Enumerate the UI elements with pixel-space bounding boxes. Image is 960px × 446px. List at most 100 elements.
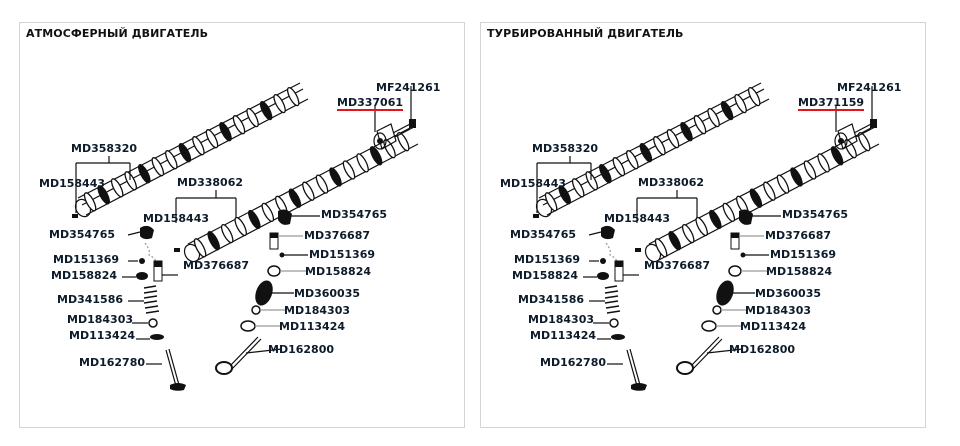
cam-lobe [396,132,410,152]
part-label-lash-adjuster-left[interactable]: MD376687 [644,259,710,272]
part-label-retainer-right[interactable]: MD158824 [305,265,371,278]
part-label-seal-left[interactable]: MD184303 [67,313,133,326]
part-label-seal-right[interactable]: MD184303 [284,304,350,317]
cam-lobe [315,174,329,194]
cam-lobe [681,223,695,244]
part-label-spring-right[interactable]: MD360035 [294,287,360,300]
cam-lobe [220,223,234,244]
cam-lobe [369,146,383,166]
bolt-drawing [392,119,416,138]
part-label-bolt[interactable]: MF241261 [376,81,441,94]
part-label-bolt[interactable]: MF241261 [837,81,902,94]
cam-lobe [626,150,639,170]
cam-lobe [857,132,871,152]
cam-lobe [720,100,734,121]
part-label-retainer-lock-left[interactable]: MD151369 [53,253,119,266]
part-label-valve-right[interactable]: MD162800 [268,343,334,356]
bolt-drawing [853,119,877,138]
part-label-retainer-left[interactable]: MD158824 [512,269,578,282]
part-label-pin-right[interactable]: MD158443 [143,212,209,225]
cam-lobe [288,188,302,208]
cam-lobe [612,157,626,177]
part-label-lash-adjuster-right[interactable]: MD376687 [765,229,831,242]
camshaft-left-drawing [74,82,309,218]
cam-lobe [219,122,232,142]
cam-lobe [248,209,261,230]
right-valve-train [215,209,320,375]
camshaft-right-drawing [644,127,880,263]
exploded-diagram [533,82,880,391]
cam-lobe [151,157,165,177]
cam-lobe [680,122,693,142]
part-label-retainer-lock-right[interactable]: MD151369 [770,248,836,261]
part-label-spring-left[interactable]: MD341586 [57,293,123,306]
part-label-camshaft-right[interactable]: MD338062 [177,176,243,189]
cam-lobe [803,160,817,180]
part-label-rocker-left[interactable]: MD354765 [49,228,115,241]
part-label-valve-left[interactable]: MD162780 [79,356,145,369]
part-label-spring-left[interactable]: MD341586 [518,293,584,306]
left-valve-train [583,225,647,391]
panel-naturally-aspirated-engine: АТМОСФЕРНЫЙ ДВИГАТЕЛЬ [19,22,465,428]
cam-lobe [599,164,612,184]
cam-lobe [178,143,192,163]
part-label-seat-left[interactable]: MD113424 [530,329,596,342]
right-valve-train [676,209,781,375]
part-label-valve-left[interactable]: MD162780 [540,356,606,369]
cam-lobe [356,153,369,173]
camshaft-right-drawing [183,127,419,263]
cam-lobe [722,202,736,223]
cam-lobe [342,160,356,180]
cam-lobe [97,185,110,205]
part-label-valve-right[interactable]: MD162800 [729,343,795,356]
part-label-camshaft-right[interactable]: MD338062 [638,176,704,189]
cam-lobe [668,231,681,251]
part-label-seat-right[interactable]: MD113424 [740,320,806,333]
part-label-pin-right[interactable]: MD158443 [604,212,670,225]
cam-lobe [329,167,342,187]
exploded-diagram [72,82,419,391]
part-label-retainer-lock-left[interactable]: MD151369 [514,253,580,266]
part-label-camshaft-left[interactable]: MD358320 [71,142,137,155]
cam-lobe [653,136,666,156]
part-label-retainer-lock-right[interactable]: MD151369 [309,248,375,261]
cam-lobe [749,188,763,208]
part-label-lash-adjuster-right[interactable]: MD376687 [304,229,370,242]
cam-lobe [83,192,97,212]
part-label-pin-left[interactable]: MD158443 [500,177,566,190]
part-label-spring-right[interactable]: MD360035 [755,287,821,300]
part-label-camshaft-left[interactable]: MD358320 [532,142,598,155]
cam-lobe [544,192,558,212]
cam-lobe [790,167,803,187]
part-label-pin-left[interactable]: MD158443 [39,177,105,190]
left-valve-train [122,225,186,391]
part-label-seat-left[interactable]: MD113424 [69,329,135,342]
part-label-seat-right[interactable]: MD113424 [279,320,345,333]
cam-lobe [286,86,300,107]
cam-lobe [776,174,790,194]
part-label-rocker-right[interactable]: MD354765 [782,208,848,221]
cam-lobe [817,153,830,173]
panel-turbocharged-engine: ТУРБИРОВАННЫЙ ДВИГАТЕЛЬ [480,22,926,428]
part-label-sprocket-highlighted[interactable]: MD371159 [798,96,864,111]
cam-lobe [383,139,396,159]
cam-lobe [707,107,720,128]
part-label-rocker-left[interactable]: MD354765 [510,228,576,241]
panel-title: ТУРБИРОВАННЫЙ ДВИГАТЕЛЬ [487,27,684,40]
cam-lobe [571,178,585,198]
sprocket-drawing [373,123,397,150]
panel-title: АТМОСФЕРНЫЙ ДВИГАТЕЛЬ [26,27,209,40]
cam-lobe [763,181,776,201]
cam-lobe [747,86,761,107]
part-label-seal-right[interactable]: MD184303 [745,304,811,317]
cam-lobe [110,178,124,198]
part-label-seal-left[interactable]: MD184303 [528,313,594,326]
part-label-retainer-left[interactable]: MD158824 [51,269,117,282]
part-label-sprocket-highlighted[interactable]: MD337061 [337,96,403,111]
part-label-lash-adjuster-left[interactable]: MD376687 [183,259,249,272]
part-label-retainer-right[interactable]: MD158824 [766,265,832,278]
part-label-rocker-right[interactable]: MD354765 [321,208,387,221]
cam-lobe [193,238,207,258]
cam-lobe [302,181,315,201]
cam-lobe [639,143,653,163]
